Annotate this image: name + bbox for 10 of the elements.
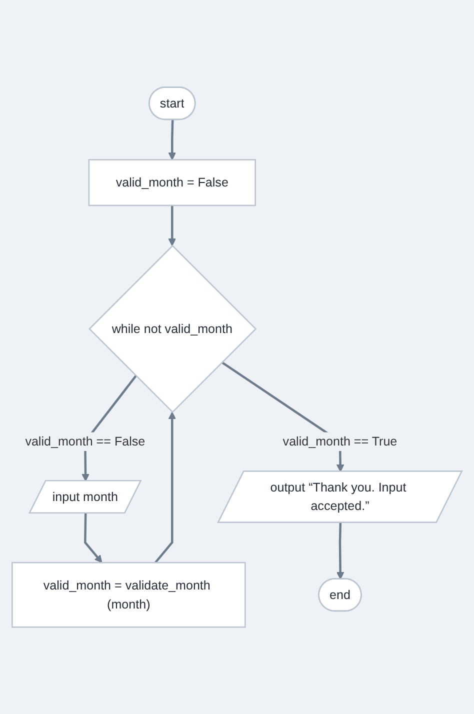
edge-label: valid_month == True — [282, 434, 398, 448]
node-box: valid_month = False — [88, 158, 256, 206]
node-box: valid_month = validate_month (month) — [12, 562, 246, 628]
node-diamond: while not valid_month — [88, 244, 257, 413]
arrow — [154, 412, 176, 564]
arrow — [84, 513, 102, 563]
arrow — [168, 120, 176, 160]
arrow — [168, 205, 176, 246]
edge-label: valid_month == False — [25, 434, 146, 448]
arrow — [336, 522, 344, 580]
